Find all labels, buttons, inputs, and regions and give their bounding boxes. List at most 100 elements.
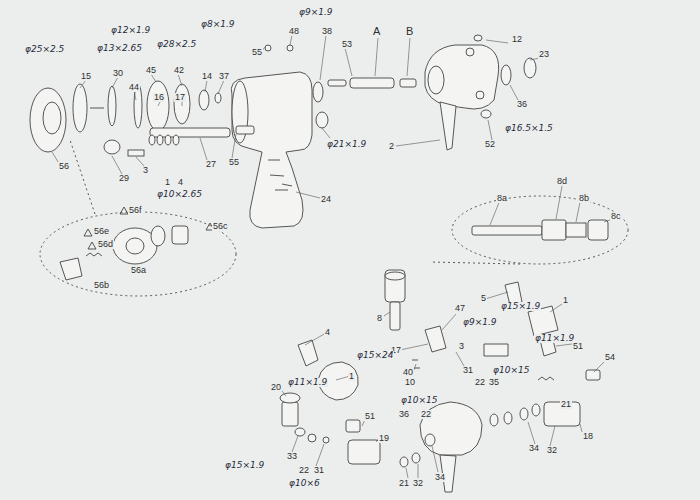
- callout-number: 3: [142, 166, 149, 175]
- lower-assembly: [308, 434, 316, 442]
- shaft-parts: [236, 126, 254, 134]
- callout-number: 4: [324, 328, 331, 337]
- callout-number: 22: [474, 378, 486, 387]
- callout-number: 31: [462, 366, 474, 375]
- leader-lines: [52, 35, 610, 478]
- callout-number: 45: [145, 66, 157, 75]
- gun-body: [282, 184, 292, 186]
- lower-assembly: [484, 344, 508, 356]
- callout-number: 51: [572, 342, 584, 351]
- callout-number: 23: [538, 50, 550, 59]
- parts-a-b: [400, 79, 416, 87]
- dimension-label: φ10×2.65: [156, 190, 203, 199]
- callout-number: 47: [454, 304, 466, 313]
- lower-assembly: [532, 404, 540, 416]
- shaft-parts: [104, 140, 120, 154]
- lower-assembly: [282, 402, 298, 426]
- parts-a-b: [265, 45, 416, 128]
- nozzle-stack: [30, 88, 66, 152]
- callout-number: 14: [201, 72, 213, 81]
- parts-a-b: [313, 82, 323, 102]
- inset-valve: [542, 220, 566, 240]
- inset-nozzle: [86, 253, 102, 256]
- callout-number: 3: [458, 342, 465, 351]
- dimension-label: φ10×15: [400, 396, 438, 405]
- front-housing: [425, 45, 499, 109]
- callout-number: 36: [516, 100, 528, 109]
- leader-lines: [258, 35, 540, 146]
- nozzle-stack: [199, 90, 209, 110]
- leader-lines: [278, 386, 582, 478]
- dimension-label: φ8×1.9: [200, 20, 236, 29]
- leader-lines: [52, 128, 330, 198]
- callout-number: 32: [412, 479, 424, 488]
- callout-number: 51: [364, 412, 376, 421]
- front-housing: [466, 48, 474, 56]
- callout-number: 21: [398, 479, 410, 488]
- callout-number: 40: [402, 368, 414, 377]
- parts-a-b: [350, 78, 394, 88]
- lower-assembly: [348, 440, 380, 464]
- callout-number: 12: [511, 35, 523, 44]
- inset-nozzle: [126, 238, 144, 254]
- dimension-label: φ15×24: [356, 351, 394, 360]
- callout-number: 55: [251, 48, 263, 57]
- callout-number: 56a: [130, 266, 147, 275]
- lower-assembly: [504, 412, 512, 424]
- callout-number: 15: [80, 72, 92, 81]
- inset-valve: [452, 196, 628, 264]
- shaft-parts: [157, 135, 163, 145]
- lower-assembly: [346, 420, 360, 432]
- callout-number: 56c: [212, 222, 229, 231]
- callout-number: 1: [348, 372, 355, 381]
- callout-number: 8c: [610, 212, 622, 221]
- lower-assembly: [490, 414, 498, 426]
- dimension-label: φ15×1.9: [500, 302, 541, 311]
- callout-number: 34: [528, 444, 540, 453]
- callout-number: 5: [480, 294, 487, 303]
- callout-number: 55: [228, 158, 240, 167]
- callout-number: 44: [128, 83, 140, 92]
- nozzle-stack: [73, 84, 87, 132]
- nozzle-stack: [43, 102, 61, 134]
- parts-a-b: [316, 112, 328, 128]
- dimension-label: φ25×2.5: [24, 45, 65, 54]
- dimension-label: φ13×2.65: [96, 44, 143, 53]
- leader-lines: [305, 292, 606, 380]
- callout-number: 56: [58, 162, 70, 171]
- inset-nozzle: [40, 212, 236, 296]
- front-housing: [524, 58, 536, 78]
- inset-valve: [566, 223, 586, 237]
- inset-nozzle: [84, 207, 214, 249]
- shaft-parts: [173, 135, 179, 145]
- callout-number: 42: [173, 66, 185, 75]
- shaft-parts: [104, 126, 254, 156]
- lower-assembly: [520, 408, 528, 420]
- lower-assembly: [425, 326, 446, 352]
- dimension-label: φ15×1.9: [224, 461, 265, 470]
- part-8: [390, 302, 400, 330]
- callout-number: 30: [112, 69, 124, 78]
- parts-a-b: [287, 45, 293, 51]
- dimension-label: φ9×1.9: [462, 318, 498, 327]
- lower-assembly: [412, 453, 420, 463]
- callout-number: 53: [341, 40, 353, 49]
- nozzle-stack: [30, 81, 221, 152]
- callout-number: 38: [321, 27, 333, 36]
- inset-nozzle: [151, 226, 165, 246]
- callout-number: 48: [288, 27, 300, 36]
- inset-nozzle: [172, 226, 188, 244]
- nozzle-stack: [108, 86, 116, 126]
- dimension-label: φ9×1.9: [298, 8, 334, 17]
- part-8: [385, 270, 405, 330]
- inset-valve: [430, 262, 520, 264]
- callout-number: 2: [388, 142, 395, 151]
- callout-number: 56e: [93, 227, 110, 236]
- inset-nozzle: [60, 258, 82, 280]
- callout-number: 1: [562, 296, 569, 305]
- callout-number: 32: [546, 446, 558, 455]
- dimension-label: φ21×1.9: [326, 140, 367, 149]
- callout-number: 52: [484, 140, 496, 149]
- inset-valve: [588, 220, 608, 240]
